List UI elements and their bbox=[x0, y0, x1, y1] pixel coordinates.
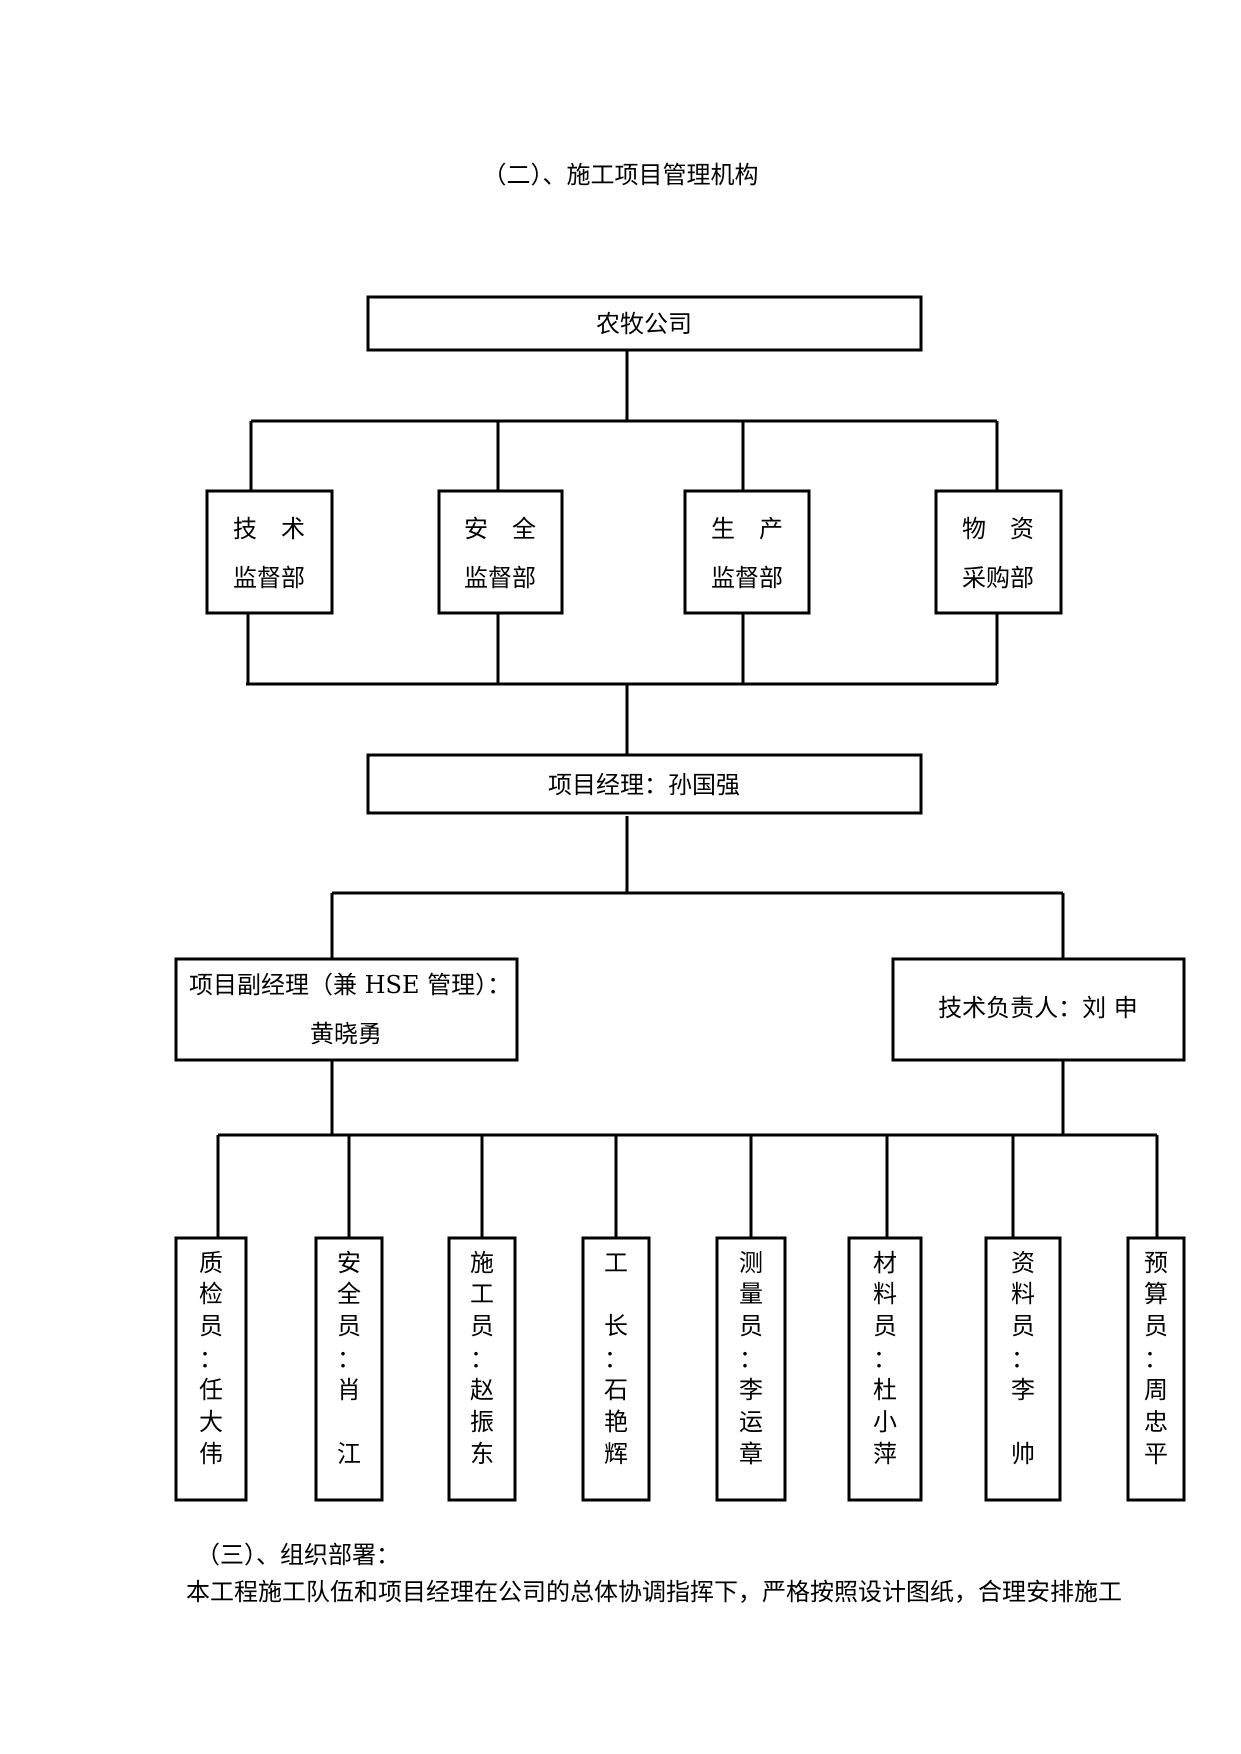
staff-node: 测量员 ： 李运章 bbox=[715, 1236, 787, 1502]
staff-box bbox=[715, 1236, 787, 1502]
staff-char: 检 bbox=[199, 1280, 223, 1308]
staff-char: 量 bbox=[739, 1280, 763, 1308]
staff-box bbox=[581, 1236, 651, 1502]
staff-char: 艳 bbox=[604, 1408, 628, 1436]
staff-char: 料 bbox=[873, 1280, 897, 1308]
staff-char: 料 bbox=[1011, 1280, 1035, 1308]
staff-box bbox=[447, 1236, 517, 1502]
staff-char: 杜 bbox=[873, 1376, 897, 1404]
staff-box bbox=[984, 1236, 1062, 1502]
staff-node: 资料员 ： 李帅 bbox=[984, 1236, 1062, 1502]
staff-char: 东 bbox=[470, 1440, 494, 1468]
staff-char: ： bbox=[470, 1345, 494, 1373]
node-company-label: 农牧公司 bbox=[596, 310, 692, 338]
staff-char: 伟 bbox=[199, 1440, 223, 1468]
staff-char: 运 bbox=[739, 1408, 763, 1436]
staff-node: 材料员 ： 杜小萍 bbox=[847, 1236, 923, 1502]
staff-char: ： bbox=[337, 1345, 361, 1373]
staff-node: 施工员 ： 赵振东 bbox=[447, 1236, 517, 1502]
node-dept-procurement: 物 资 采购部 bbox=[934, 489, 1063, 615]
staff-char: 质 bbox=[199, 1249, 223, 1277]
staff-char: 平 bbox=[1144, 1440, 1168, 1468]
staff-char: 预 bbox=[1144, 1249, 1168, 1277]
dept-procurement-line2: 采购部 bbox=[962, 564, 1034, 592]
staff-char: 员 bbox=[739, 1312, 763, 1340]
deputy-manager-line2: 黄晓勇 bbox=[310, 1020, 382, 1048]
staff-char: 员 bbox=[199, 1312, 223, 1340]
staff-node: 质检员 ： 任大伟 bbox=[174, 1236, 248, 1502]
tech-lead-label: 技术负责人：刘 申 bbox=[938, 994, 1138, 1022]
staff-char: 施 bbox=[470, 1249, 494, 1277]
staff-char: 员 bbox=[1011, 1312, 1035, 1340]
staff-char: 帅 bbox=[1011, 1440, 1035, 1468]
project-manager-label: 项目经理：孙国强 bbox=[548, 771, 740, 799]
staff-char: 章 bbox=[739, 1440, 763, 1468]
node-company: 农牧公司 bbox=[366, 295, 923, 352]
staff-char: 测 bbox=[739, 1249, 763, 1277]
staff-char: 周 bbox=[1144, 1376, 1168, 1404]
node-dept-tech: 技 术 监督部 bbox=[205, 489, 334, 615]
staff-nodes: 质检员：任大伟安全员：肖江施工员：赵振东工长：石艳辉测量员：李运章材料员：杜小萍… bbox=[174, 1236, 1186, 1502]
staff-box bbox=[847, 1236, 923, 1502]
node-dept-safety: 安 全 监督部 bbox=[437, 489, 564, 615]
staff-char: 任 bbox=[199, 1376, 223, 1404]
staff-char: 石 bbox=[604, 1376, 628, 1404]
connectors bbox=[216, 350, 1159, 1238]
staff-char: 小 bbox=[873, 1408, 897, 1436]
node-project-manager: 项目经理：孙国强 bbox=[366, 753, 923, 815]
staff-char: 工 bbox=[470, 1280, 494, 1308]
dept-tech-line2: 监督部 bbox=[233, 564, 305, 592]
deputy-manager-line1: 项目副经理（兼 HSE 管理）： bbox=[189, 971, 511, 999]
staff-char: 萍 bbox=[873, 1440, 897, 1468]
staff-char: ： bbox=[739, 1345, 763, 1373]
dept-safety-line1: 安 全 bbox=[464, 515, 536, 543]
staff-char: 工 bbox=[604, 1249, 628, 1277]
dept-production-line2: 监督部 bbox=[711, 564, 783, 592]
staff-char: 大 bbox=[199, 1408, 223, 1436]
staff-char: 江 bbox=[337, 1440, 361, 1468]
staff-char: 李 bbox=[1011, 1376, 1035, 1404]
staff-char: ： bbox=[873, 1345, 897, 1373]
staff-char: 赵 bbox=[470, 1376, 494, 1404]
staff-char: ： bbox=[1144, 1345, 1168, 1373]
staff-char: 忠 bbox=[1144, 1408, 1168, 1436]
staff-char: 肖 bbox=[337, 1376, 361, 1404]
staff-char: 全 bbox=[337, 1280, 361, 1308]
staff-char: 算 bbox=[1144, 1280, 1168, 1308]
staff-box bbox=[1126, 1236, 1186, 1502]
staff-char: 振 bbox=[470, 1408, 494, 1436]
staff-node: 工长 ： 石艳辉 bbox=[581, 1236, 651, 1502]
staff-char: 员 bbox=[337, 1312, 361, 1340]
node-tech-lead: 技术负责人：刘 申 bbox=[891, 957, 1186, 1062]
section-3-title: （三）、组织部署： bbox=[196, 1541, 400, 1569]
staff-box bbox=[314, 1236, 384, 1502]
staff-char: 辉 bbox=[604, 1440, 628, 1468]
staff-char: 李 bbox=[739, 1376, 763, 1404]
staff-char: 员 bbox=[1144, 1312, 1168, 1340]
dept-production-line1: 生 产 bbox=[711, 515, 783, 543]
dept-safety-line2: 监督部 bbox=[464, 564, 536, 592]
staff-char: 安 bbox=[337, 1249, 361, 1277]
staff-char: ： bbox=[1011, 1345, 1035, 1373]
section-3-body: 本工程施工队伍和项目经理在公司的总体协调指挥下，严格按照设计图纸，合理安排施工 bbox=[186, 1578, 1122, 1606]
node-deputy-manager: 项目副经理（兼 HSE 管理）： 黄晓勇 bbox=[174, 957, 519, 1062]
staff-box bbox=[174, 1236, 248, 1502]
staff-char: 资 bbox=[1011, 1249, 1035, 1277]
dept-procurement-line1: 物 资 bbox=[962, 515, 1034, 543]
staff-char: 员 bbox=[470, 1312, 494, 1340]
staff-node: 预算员 ： 周忠平 bbox=[1126, 1236, 1186, 1502]
staff-char: 材 bbox=[873, 1249, 897, 1277]
staff-char: ： bbox=[604, 1345, 628, 1373]
staff-char: 员 bbox=[873, 1312, 897, 1340]
staff-char: 长 bbox=[604, 1312, 628, 1340]
dept-tech-line1: 技 术 bbox=[233, 515, 305, 543]
staff-char: ： bbox=[199, 1345, 223, 1373]
page-title: （二）、施工项目管理机构 bbox=[482, 161, 759, 189]
node-dept-production: 生 产 监督部 bbox=[683, 489, 811, 615]
staff-node: 安全员 ： 肖江 bbox=[314, 1236, 384, 1502]
